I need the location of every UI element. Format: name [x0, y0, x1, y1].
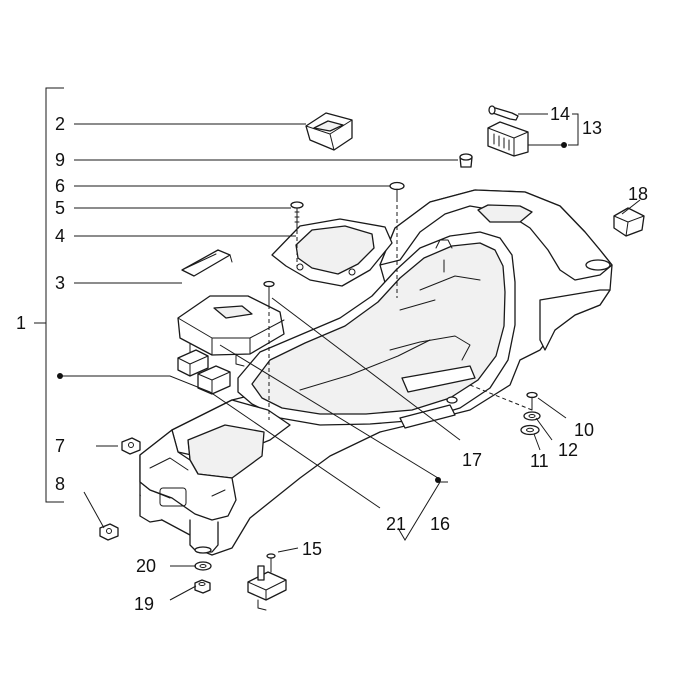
- callout-1: 1: [16, 313, 26, 333]
- part-2-clip-box: [305, 112, 353, 151]
- part-6-screw: [389, 181, 405, 199]
- callout-6: 6: [55, 176, 65, 196]
- callout-21: 21: [386, 514, 406, 534]
- callout-18: 18: [628, 184, 648, 204]
- group-bracket-1: [34, 87, 64, 503]
- reference-dots: [57, 142, 567, 483]
- part-21-box: [177, 295, 285, 367]
- callout-14: 14: [550, 104, 570, 124]
- part-13-connector: [487, 121, 529, 157]
- part-3-gasket: [181, 249, 233, 277]
- part-7-clip-nut: [121, 437, 141, 455]
- callout-4: 4: [55, 226, 65, 246]
- callout-20: 20: [136, 556, 156, 576]
- leader-lines: [60, 113, 641, 601]
- callout-16: 16: [430, 514, 450, 534]
- callout-5: 5: [55, 198, 65, 218]
- part-14-pin: [488, 105, 519, 121]
- part-17-screw: [263, 280, 275, 306]
- callout-labels: 1 2 3 4 5 6 7 8 9 10 11 12 13 14 15 16 1…: [16, 104, 648, 614]
- part-8-clip-nut: [99, 523, 119, 541]
- callout-19: 19: [134, 594, 154, 614]
- part-9-bushing: [459, 153, 473, 168]
- part-15-bracket: [247, 553, 287, 611]
- parts-10-11-12-fasteners: [520, 391, 541, 436]
- small-mounting-brackets: [177, 349, 231, 395]
- callout-2: 2: [55, 114, 65, 134]
- callout-17: 17: [462, 450, 482, 470]
- callout-8: 8: [55, 474, 65, 494]
- callout-3: 3: [55, 273, 65, 293]
- callout-9: 9: [55, 150, 65, 170]
- part-4-cover: [271, 218, 393, 287]
- part-5-screw: [290, 201, 304, 231]
- helmet-compartment: [139, 189, 613, 556]
- callout-12: 12: [558, 440, 578, 460]
- part-18-cap: [613, 207, 645, 237]
- alignment-lines: [268, 198, 533, 420]
- callout-10: 10: [574, 420, 594, 440]
- callout-11: 11: [530, 451, 549, 471]
- callout-15: 15: [302, 539, 322, 559]
- callout-13: 13: [582, 118, 602, 138]
- parts-19-20-washers: [194, 561, 212, 594]
- callout-7: 7: [55, 436, 65, 456]
